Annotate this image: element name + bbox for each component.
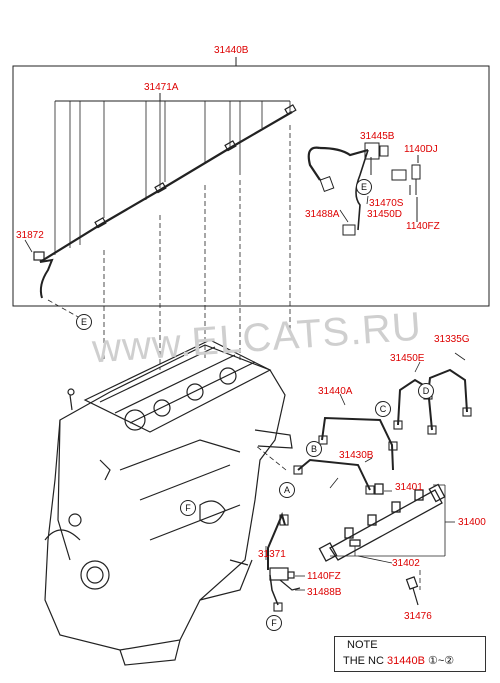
hose-clamps (33, 104, 297, 261)
callout-b: B (306, 441, 322, 457)
callout-d: D (418, 383, 434, 399)
part-label-1140FZ-bottom[interactable]: 1140FZ (307, 571, 341, 582)
label-leaders (24, 195, 466, 591)
leakoff-hose (307, 146, 321, 181)
hp-pipes (267, 368, 468, 606)
pipe-31430B (297, 458, 371, 491)
part-label-31488B[interactable]: 31488B (307, 587, 342, 598)
part-label-31371[interactable]: 31371 (258, 549, 286, 560)
part-label-31335G[interactable]: 31335G (434, 334, 470, 345)
bolt-31476 (405, 576, 419, 606)
sensor-body (391, 169, 407, 181)
engine-block (44, 339, 293, 666)
callout-e-top: E (356, 179, 372, 195)
return-hose (39, 111, 293, 263)
bracket-31488B (269, 567, 301, 591)
return-hose-end (39, 258, 54, 299)
pipe-31371 (267, 512, 286, 570)
part-label-31872[interactable]: 31872 (16, 230, 44, 241)
part-label-31488A[interactable]: 31488A (305, 209, 340, 220)
pipe-31440A (321, 416, 394, 471)
note-title: NOTE (347, 639, 378, 651)
note-part-ref[interactable]: 31440B (387, 655, 425, 667)
part-label-1140FZ-top[interactable]: 1140FZ (406, 221, 440, 232)
note-range: ①~② (428, 655, 455, 667)
part-label-31400[interactable]: 31400 (458, 517, 486, 528)
part-label-31450D[interactable]: 31450D (367, 209, 403, 220)
bolt-1140DJ (411, 164, 421, 180)
dashed-guides (47, 125, 421, 590)
part-label-31471A[interactable]: 31471A (144, 82, 179, 93)
note-prefix: THE NC (343, 655, 384, 667)
part-label-31470S[interactable]: 31470S (369, 198, 404, 209)
assembly-frame (12, 65, 490, 307)
part-label-31402[interactable]: 31402 (392, 558, 420, 569)
part-label-31445B[interactable]: 31445B (360, 131, 395, 142)
part-label-31476[interactable]: 31476 (404, 611, 432, 622)
callout-f-engine: F (180, 500, 196, 516)
note-text: THE NC 31440B ①~② (343, 654, 454, 667)
leader-drops-31471A (54, 101, 291, 255)
part-label-31440A[interactable]: 31440A (318, 386, 353, 397)
part-label-31450E[interactable]: 31450E (390, 353, 425, 364)
pipe-31450E (397, 378, 433, 431)
callout-a: A (279, 482, 295, 498)
part-label-31440B[interactable]: 31440B (214, 45, 249, 56)
callout-f-bottom: F (266, 615, 282, 631)
banjo-fitting (364, 142, 380, 160)
callout-c: C (375, 401, 391, 417)
fuel-rail (318, 483, 446, 562)
part-label-1140DJ[interactable]: 1140DJ (404, 144, 438, 155)
part-label-31401[interactable]: 31401 (395, 482, 423, 493)
part-label-31430B[interactable]: 31430B (339, 450, 374, 461)
note-box: NOTE THE NC 31440B ①~② (334, 636, 486, 672)
callout-e-left: E (76, 314, 92, 330)
